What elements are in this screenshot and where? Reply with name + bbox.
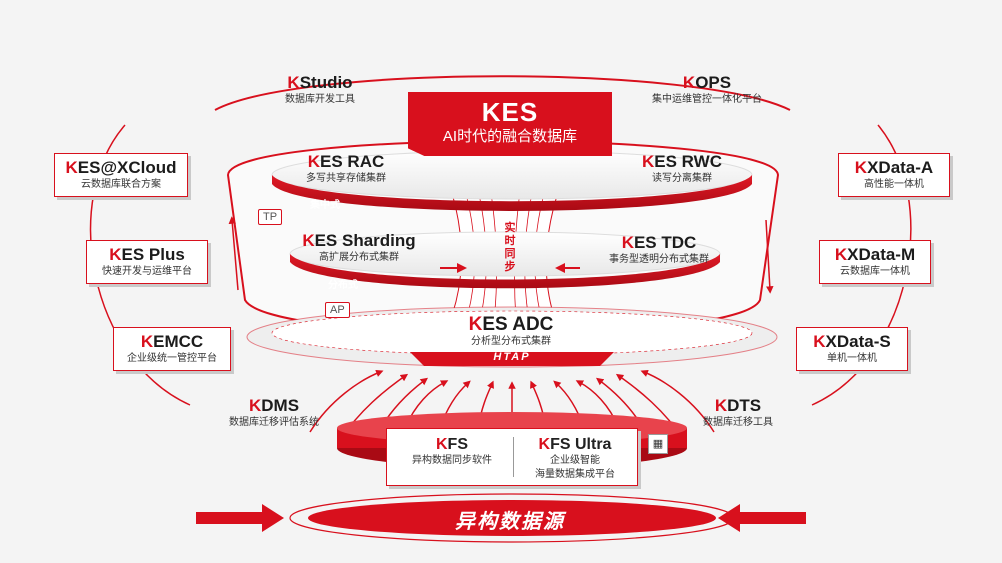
xdata-a-name: XData-A [867, 158, 934, 177]
k-logo-icon: K [248, 396, 262, 415]
xdata-m-box[interactable]: KXData-M 云数据库一体机 [819, 240, 931, 284]
dms-label[interactable]: KDMS 数据库迁移评估系统 [224, 396, 324, 430]
xdata-s-sub: 单机一体机 [827, 353, 877, 364]
k-logo-icon: K [854, 158, 868, 177]
realtime-sync-label: 实时同步 [504, 222, 516, 273]
k-logo-icon: K [468, 314, 483, 335]
k-logo-icon: K [307, 152, 321, 171]
fs-ultra-sub1: 企业级智能 [550, 455, 600, 466]
sharding-label[interactable]: KES Sharding 高扩展分布式集群 [294, 231, 424, 265]
heterogeneous-source-label: 异构数据源 [455, 511, 565, 533]
sharding-name: ES Sharding [314, 231, 416, 250]
fs-ultra-item[interactable]: KFS Ultra 企业级智能 海量数据集成平台 [517, 435, 633, 482]
dts-sub: 数据库迁移工具 [703, 417, 773, 428]
kes-header: KES AI时代的融合数据库 [408, 92, 612, 156]
adc-sub: 分析型分布式集群 [471, 336, 551, 347]
studio-name: Studio [299, 73, 353, 92]
k-logo-icon: K [834, 245, 848, 264]
dts-name: DTS [727, 396, 762, 415]
dms-sub: 数据库迁移评估系统 [229, 417, 319, 428]
xdata-s-name: XData-S [825, 332, 891, 351]
k-logo-icon: K [538, 436, 551, 453]
ops-name: OPS [695, 73, 732, 92]
xcloud-sub: 云数据库联合方案 [81, 179, 161, 190]
kes-tagline: AI时代的融合数据库 [442, 128, 578, 145]
rac-label[interactable]: KES RAC 多写共享存储集群 [298, 152, 394, 186]
k-logo-icon: K [65, 158, 78, 177]
studio-label[interactable]: KStudio 数据库开发工具 [270, 73, 370, 107]
source-arrow-left [196, 504, 284, 532]
tier2-band [290, 254, 720, 289]
fs-box: KFS 异构数据同步软件 KFS Ultra 企业级智能 海量数据集成平台 [386, 428, 638, 486]
k-logo-icon: K [435, 436, 448, 453]
rac-name: ES RAC [320, 152, 385, 171]
qr-icon[interactable]: ▦ [648, 434, 668, 454]
fs-item[interactable]: KFS 异构数据同步软件 [393, 435, 511, 468]
adc-disc-inner [271, 310, 753, 356]
k-logo-icon: K [302, 231, 315, 250]
rwc-sub: 读写分离集群 [652, 173, 712, 184]
plus-sub: 快速开发与运维平台 [102, 266, 192, 277]
tdc-name: ES TDC [633, 233, 697, 252]
source-pill [308, 500, 716, 536]
k-logo-icon: K [714, 396, 728, 415]
tdc-sub: 事务型透明分布式集群 [609, 254, 709, 265]
rwc-name: ES RWC [654, 152, 722, 171]
studio-sub: 数据库开发工具 [285, 94, 355, 105]
fs-name: FS [447, 436, 468, 453]
fs-ultra-sub2: 海量数据集成平台 [535, 469, 615, 480]
xdata-a-sub: 高性能一体机 [864, 179, 924, 190]
k-logo-icon: K [109, 245, 122, 264]
plus-box[interactable]: KES Plus 快速开发与运维平台 [86, 240, 208, 284]
k-logo-icon: K [642, 152, 655, 171]
ring-arrow-right [765, 219, 774, 294]
kes-logo: KES [481, 97, 539, 127]
xcloud-name: ES@XCloud [77, 158, 177, 177]
k-logo-icon: K [287, 73, 300, 92]
dts-label[interactable]: KDTS 数据库迁移工具 [696, 396, 780, 430]
k-logo-icon: K [682, 73, 696, 92]
htap-label: HTAP [493, 351, 531, 363]
plus-name: ES Plus [121, 245, 185, 264]
k-logo-icon: K [140, 332, 154, 351]
fs-ultra-name: FS Ultra [550, 436, 612, 453]
emcc-name: EMCC [153, 332, 204, 351]
ops-label[interactable]: KOPS 集中运维管控一体化平台 [642, 73, 772, 107]
ap-tag: AP [325, 302, 350, 318]
outer-orbit-top [214, 75, 791, 111]
adc-name: ES ADC [482, 314, 554, 335]
rac-sub: 多写共享存储集群 [306, 173, 386, 184]
ops-sub: 集中运维管控一体化平台 [652, 94, 762, 105]
xdata-m-sub: 云数据库一体机 [840, 266, 910, 277]
centralized-band-label: 集中式 [310, 200, 340, 211]
k-logo-icon: K [621, 233, 634, 252]
k-logo-icon: K [813, 332, 826, 351]
xdata-s-box[interactable]: KXData-S 单机一体机 [796, 327, 908, 371]
ring-arrow-left [228, 216, 239, 291]
emcc-box[interactable]: KEMCC 企业级统一管控平台 [113, 327, 231, 371]
tdc-label[interactable]: KES TDC 事务型透明分布式集群 [604, 233, 714, 267]
fs-sub: 异构数据同步软件 [412, 455, 492, 466]
tp-tag: TP [258, 209, 283, 225]
tier1-band [272, 175, 752, 211]
xdata-a-box[interactable]: KXData-A 高性能一体机 [838, 153, 950, 197]
dms-name: DMS [261, 396, 300, 415]
xcloud-box[interactable]: KES@XCloud 云数据库联合方案 [54, 153, 188, 197]
source-arrow-right [718, 504, 806, 532]
htap-band [410, 352, 614, 366]
rwc-label[interactable]: KES RWC 读写分离集群 [634, 152, 730, 186]
distributed-band-label: 分布式 [328, 280, 358, 291]
emcc-sub: 企业级统一管控平台 [127, 353, 217, 364]
xdata-m-name: XData-M [847, 245, 916, 264]
fs-divider [513, 437, 514, 477]
sharding-sub: 高扩展分布式集群 [319, 252, 399, 263]
adc-label[interactable]: KES ADC 分析型分布式集群 [448, 315, 574, 349]
